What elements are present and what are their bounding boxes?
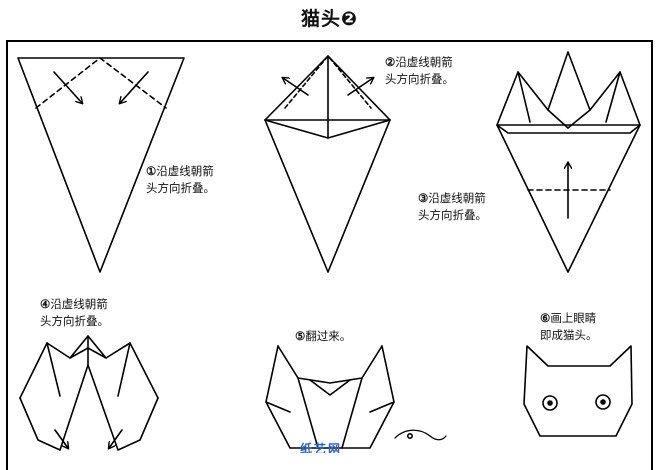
step3-caption: ③沿虚线朝箭 头方向折叠。	[418, 191, 487, 222]
step4-figure	[19, 335, 159, 451]
step5-figure	[265, 345, 395, 449]
step4-caption: ④沿虚线朝箭 头方向折叠。	[40, 297, 109, 328]
watermark: 纸艺网	[300, 442, 343, 453]
step3-figure	[496, 51, 641, 273]
step5-caption: ⑤翻过来。	[295, 329, 352, 343]
page-title: 猫头❷	[300, 8, 359, 30]
step6-caption: ⑥画上眼睛 即成猫头。	[540, 311, 598, 342]
diagram-frame	[6, 40, 653, 470]
step2-figure	[264, 55, 391, 273]
step1-caption: ①沿虚线朝箭 头方向折叠。	[146, 164, 215, 195]
step1-figure	[17, 57, 185, 273]
step6-figure	[523, 345, 633, 437]
step2-caption: ②沿虚线朝箭 头方向折叠。	[385, 55, 454, 86]
folding-diagram	[17, 51, 641, 451]
right-eye-icon	[595, 394, 611, 410]
swirl-decoration	[394, 429, 447, 441]
left-eye-icon	[542, 395, 558, 411]
